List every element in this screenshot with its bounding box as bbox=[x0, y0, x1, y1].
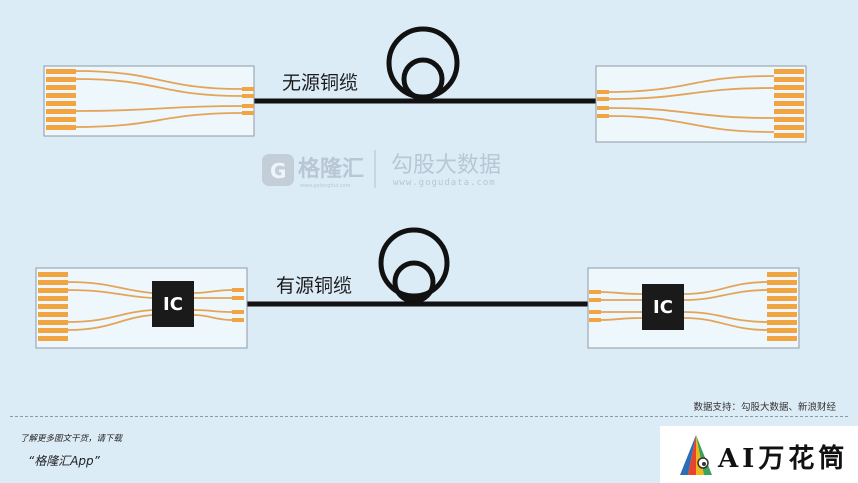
copper-cable-diagram: 无源铜缆 bbox=[35, 26, 807, 349]
active-right-ic-chip bbox=[642, 284, 684, 330]
data-source-note: 数据支持：勾股大数据、新浪财经 bbox=[693, 402, 836, 413]
passive-cable-label: 无源铜缆 bbox=[282, 72, 358, 94]
active-left-traces bbox=[67, 281, 233, 331]
passive-left-board bbox=[43, 65, 255, 137]
watermark-brand-url: www.gelonghui.com bbox=[300, 183, 351, 189]
promo-app-name: “格隆汇App” bbox=[28, 454, 100, 468]
watermark: G 格隆汇 www.gelonghui.com 勾股大数据 www.goguda… bbox=[262, 150, 501, 189]
active-cable: 有源铜缆 bbox=[35, 227, 800, 349]
active-right-ic-label: IC bbox=[653, 297, 673, 318]
passive-right-pcb bbox=[595, 65, 807, 143]
passive-cable-coil-outer bbox=[386, 26, 460, 100]
active-left-edge-pads bbox=[38, 272, 68, 341]
kaleidoscope-logo-icon bbox=[680, 435, 712, 475]
active-right-traces bbox=[600, 281, 768, 331]
active-cable-coil-inner bbox=[392, 260, 436, 304]
passive-right-board bbox=[595, 65, 807, 143]
promo-line-1: 了解更多图文干货，请下载 bbox=[20, 434, 123, 444]
ai-kaleidoscope-badge: AI万花筒 bbox=[660, 426, 858, 483]
badge-text: AI万花筒 bbox=[718, 444, 849, 474]
watermark-partner-url: www.gogudata.com bbox=[393, 178, 496, 188]
active-left-cable-pads bbox=[232, 288, 244, 322]
active-left-ic-chip bbox=[152, 281, 194, 327]
passive-right-cable-pads bbox=[597, 90, 609, 118]
active-left-board: IC bbox=[35, 267, 248, 349]
passive-left-cable-pads bbox=[242, 87, 254, 115]
active-left-ic-label: IC bbox=[163, 294, 183, 315]
watermark-brand: 格隆汇 bbox=[298, 156, 364, 182]
gelonghui-logo-icon: G bbox=[262, 154, 294, 186]
passive-left-traces bbox=[75, 70, 243, 128]
active-right-edge-pads bbox=[767, 272, 797, 341]
active-cable-coil-outer bbox=[378, 227, 450, 299]
passive-cable: 无源铜缆 bbox=[43, 26, 807, 143]
active-cable-label: 有源铜缆 bbox=[276, 275, 352, 297]
passive-right-edge-pads bbox=[774, 69, 804, 138]
svg-text:G: G bbox=[270, 159, 286, 183]
passive-cable-coil-inner bbox=[401, 57, 445, 101]
active-right-board: IC bbox=[587, 267, 800, 349]
footer-divider bbox=[10, 416, 848, 417]
active-right-cable-pads bbox=[589, 290, 601, 322]
passive-right-traces bbox=[607, 75, 775, 133]
watermark-partner: 勾股大数据 bbox=[391, 153, 501, 178]
passive-left-edge-pads bbox=[46, 69, 76, 130]
